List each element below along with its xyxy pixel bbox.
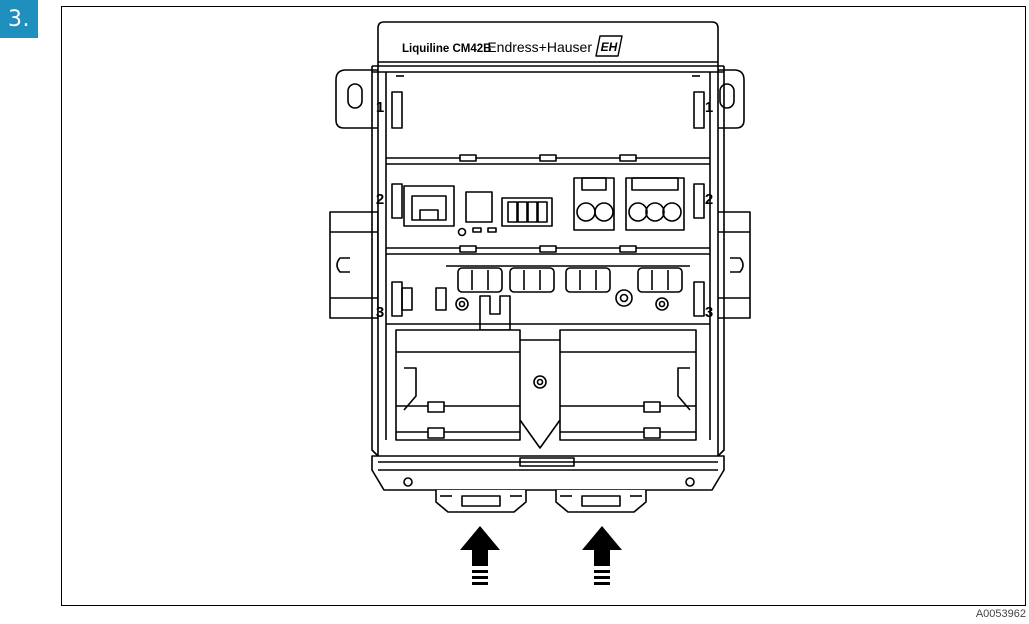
level-2-right: 2	[705, 191, 713, 208]
figure-frame	[61, 6, 1026, 606]
figure-code: A0053962	[975, 608, 1026, 620]
level-2-left: 2	[376, 191, 384, 208]
base-plate	[371, 455, 725, 513]
level-markers: 1 1 2 2 3 3	[376, 99, 713, 321]
slot-level-2	[386, 177, 710, 255]
slot-level-1	[386, 75, 710, 165]
brand-mark: EH	[601, 40, 618, 54]
level-3-right: 3	[705, 304, 713, 321]
arrow-up-icon	[460, 526, 500, 585]
step-number-badge: 3.	[0, 0, 38, 38]
cable-compartment	[395, 329, 697, 449]
slot-level-3	[386, 265, 710, 331]
brand-name: Endress+Hauser	[487, 39, 592, 55]
logo-icon: EH	[595, 35, 623, 57]
level-1-right: 1	[705, 99, 713, 116]
device-model-label: Liquiline CM42B	[402, 43, 491, 55]
level-1-left: 1	[376, 99, 384, 116]
level-3-left: 3	[376, 304, 384, 321]
arrow-up-icon	[582, 526, 622, 585]
